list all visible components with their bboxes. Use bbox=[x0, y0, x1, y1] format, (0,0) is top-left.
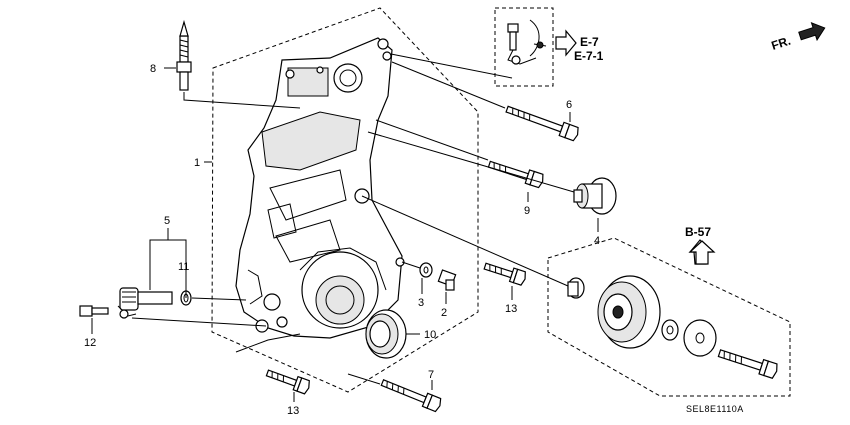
ref-b57-label: B-57 bbox=[685, 225, 711, 239]
diagram-code: SEL8E1110A bbox=[686, 404, 744, 414]
callout-12: 12 bbox=[84, 337, 96, 349]
stud-bolt bbox=[176, 19, 192, 91]
main-group-boundary bbox=[211, 7, 479, 393]
bolt-6 bbox=[505, 105, 579, 142]
front-direction-indicator: FR. bbox=[770, 21, 826, 53]
callout-3: 3 bbox=[418, 297, 424, 309]
crank-position-sensor bbox=[117, 287, 173, 319]
plug-cap bbox=[573, 177, 617, 215]
callout-6: 6 bbox=[566, 99, 572, 111]
ref-e7-label: E-7 bbox=[580, 35, 599, 49]
idler-pulley bbox=[567, 275, 717, 357]
callout-9: 9 bbox=[524, 205, 530, 217]
callout-1: 1 bbox=[194, 157, 200, 169]
bolt-9 bbox=[487, 160, 544, 189]
callout-13-bottom: 13 bbox=[287, 405, 299, 417]
front-arrow-icon bbox=[798, 21, 826, 42]
callout-13-right: 13 bbox=[505, 303, 517, 315]
bolt-13-right bbox=[483, 262, 526, 286]
chain-case-body bbox=[235, 37, 405, 339]
bolt-12 bbox=[79, 305, 109, 317]
front-label: FR. bbox=[770, 34, 793, 53]
callout-7: 7 bbox=[428, 369, 434, 381]
reference-arrow-b57 bbox=[688, 239, 716, 265]
callout-8: 8 bbox=[150, 63, 156, 75]
sensor-detail-box bbox=[494, 7, 554, 87]
oil-seal bbox=[365, 309, 407, 359]
callout-11: 11 bbox=[178, 261, 189, 273]
idler-bolt bbox=[717, 349, 778, 379]
washer-3 bbox=[419, 262, 433, 278]
callout-2: 2 bbox=[441, 307, 447, 319]
bolt-2 bbox=[437, 269, 457, 291]
callout-10: 10 bbox=[424, 329, 436, 341]
callout-4: 4 bbox=[594, 235, 600, 247]
reference-arrow-e7 bbox=[555, 29, 577, 57]
bolt-7 bbox=[380, 379, 442, 413]
sensor-wire-detail bbox=[507, 19, 547, 65]
callout-5: 5 bbox=[164, 215, 170, 227]
ref-e7-1-label: E-7-1 bbox=[574, 49, 604, 63]
idler-pulley-box bbox=[547, 237, 791, 397]
bolt-13-bottom bbox=[265, 369, 310, 395]
